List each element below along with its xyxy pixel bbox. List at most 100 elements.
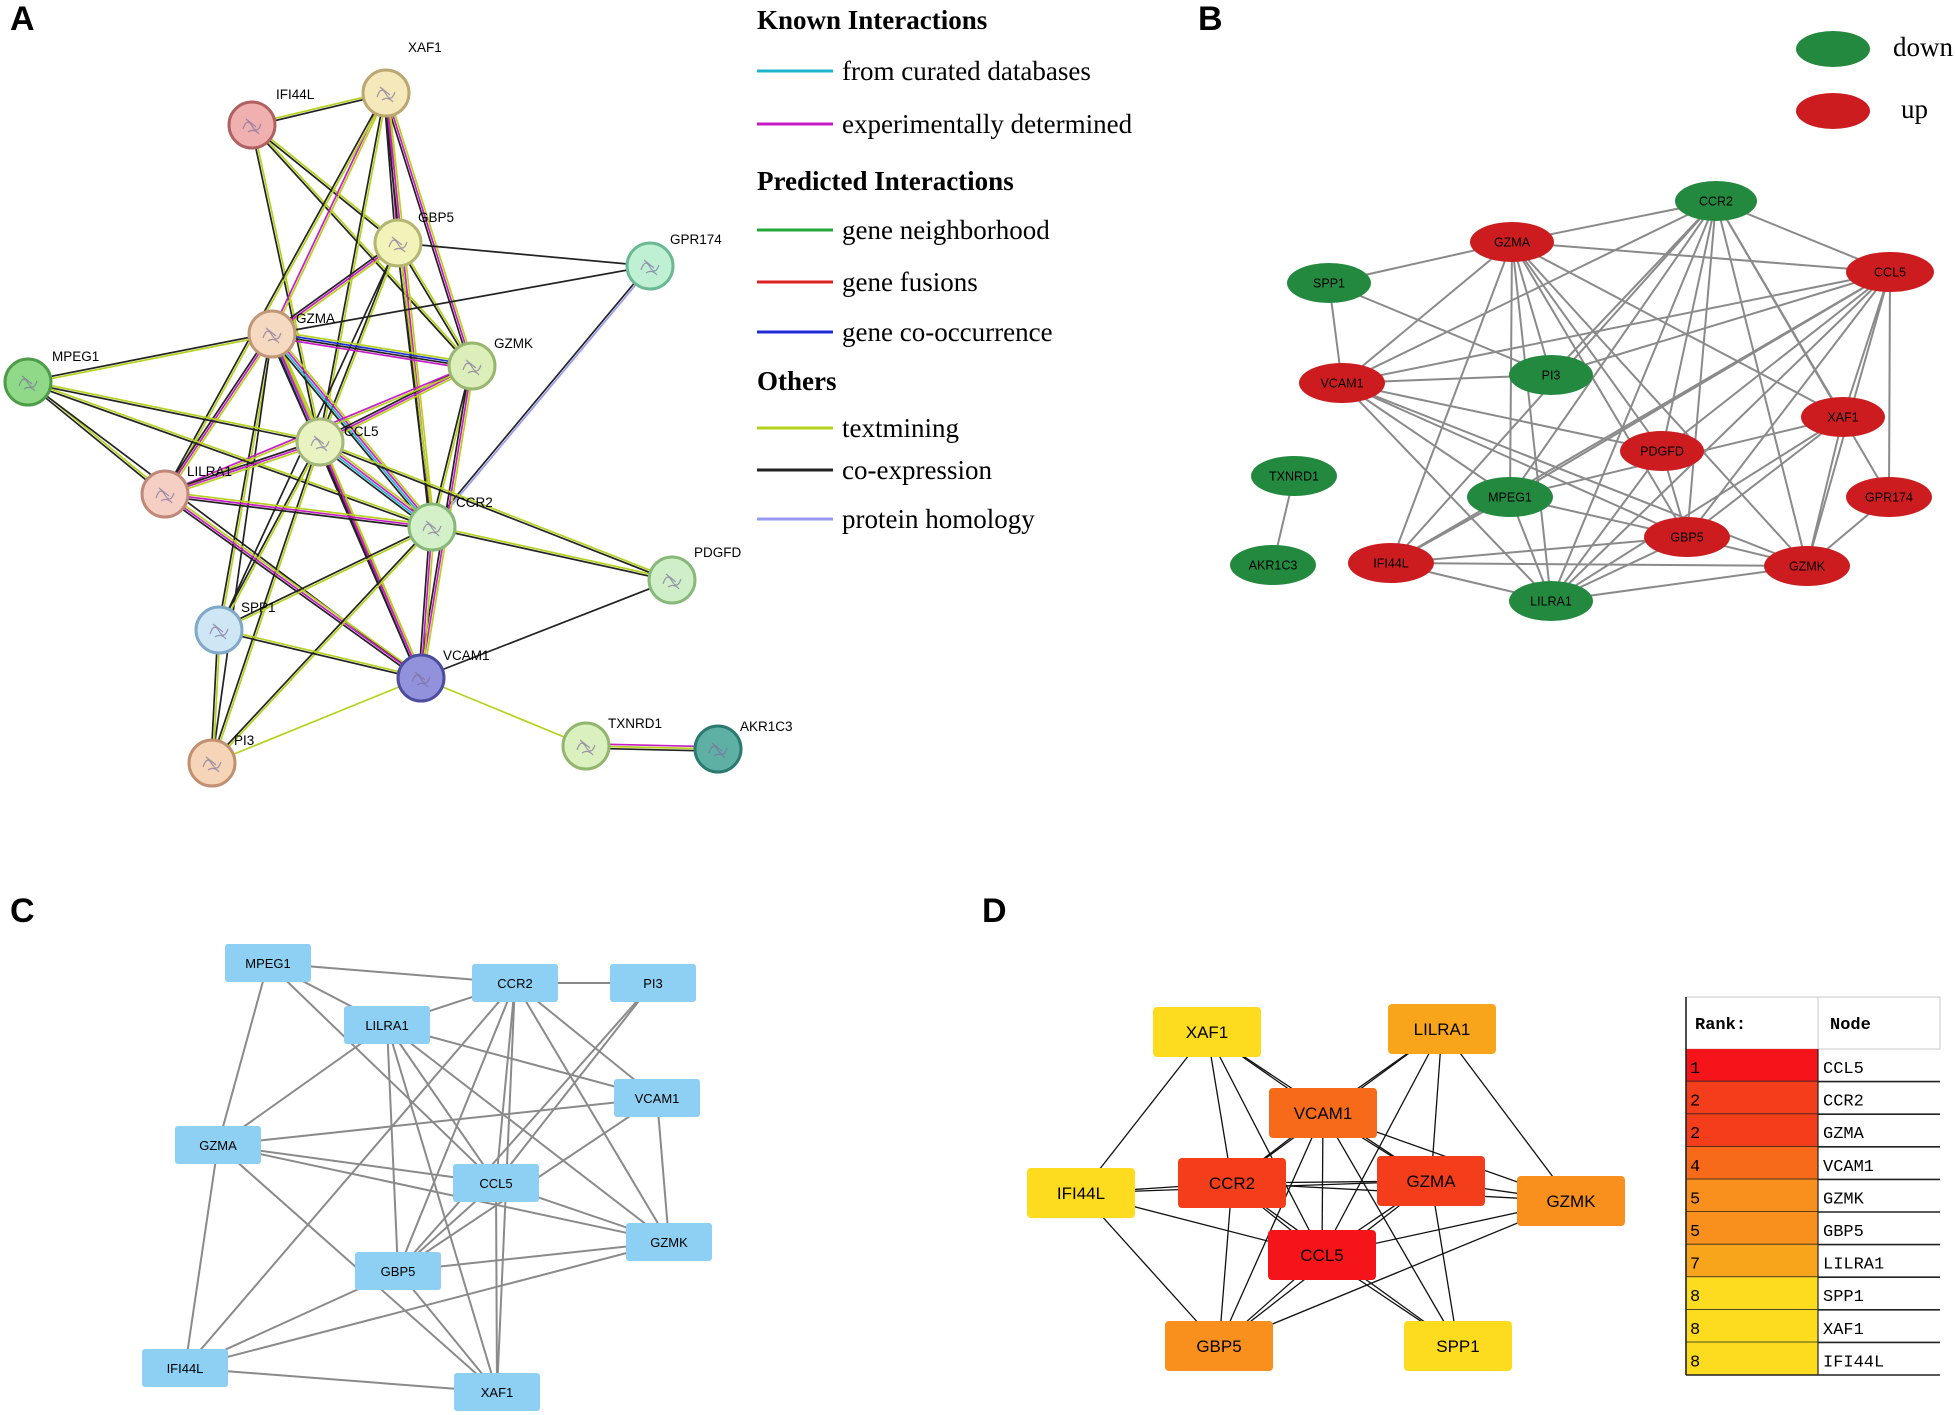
node-label: IFI44L (1057, 1184, 1105, 1203)
protein-structure-icon (262, 327, 282, 344)
node-label: PDGFD (1640, 445, 1684, 459)
node-label: MPEG1 (1488, 491, 1532, 505)
edge-lilra1-gzmk (386, 1024, 670, 1243)
node-label: GPR174 (670, 232, 722, 247)
edge-gbp5-gpr174 (397, 242, 651, 267)
edge-ccl5-pi3 (210, 441, 322, 764)
legend-label: textmining (842, 413, 959, 443)
node-label: CCR2 (456, 495, 493, 510)
legend-item-from-curated-databases: from curated databases (757, 56, 1091, 86)
edge-ccl5-lilra1 (164, 439, 321, 497)
edge-ccr2-lilra1 (1550, 200, 1717, 602)
protein-structure-icon (209, 623, 229, 640)
panel-c-letter: C (10, 892, 35, 930)
node-label: XAF1 (481, 1385, 514, 1400)
node-name: LILRA1 (1823, 1256, 1884, 1275)
rank-color-cell (1686, 1212, 1818, 1245)
node-ccl5: CCL5 (1846, 252, 1934, 292)
edge-pi3-gbp5 (397, 982, 654, 1272)
edge-gzma-ccl5 (1511, 241, 1891, 273)
edge-lilra1-gzmk (1441, 1028, 1572, 1202)
rank-value: 7 (1690, 1256, 1700, 1275)
node-xaf1: XAF1 (1153, 1007, 1261, 1057)
node-label: GZMK (494, 336, 533, 351)
protein-structure-icon (155, 487, 175, 504)
node-gzma: GZMA (1470, 222, 1554, 262)
rank-color-cell (1686, 1146, 1818, 1180)
edge-gzma-gzmk (1511, 241, 1808, 567)
edge-lilra1-ccl5 (1321, 1028, 1443, 1256)
node-spp1: SPP1 (1404, 1321, 1512, 1371)
node-gbp5: GBP5 (355, 1252, 441, 1290)
table-header-colon: : (1736, 1016, 1746, 1035)
edge-xaf1-gzmk (383, 92, 475, 367)
legend-item-down: down (1796, 31, 1953, 67)
node-label: TXNRD1 (608, 716, 662, 731)
node-label: GBP5 (1196, 1337, 1241, 1356)
rank-color-cell (1686, 1179, 1818, 1212)
legend-label: gene fusions (842, 267, 978, 297)
panel-d-letter: D (982, 892, 1007, 930)
rank-value: 2 (1690, 1125, 1700, 1144)
node-label: GZMA (199, 1138, 237, 1153)
node-label: IFI44L (167, 1361, 204, 1376)
node-spp1: SPP1 (194, 600, 276, 655)
edge-ccr2-ccl5 (495, 982, 516, 1184)
panel-b-expression-network: CCR2GZMACCL5SPP1VCAM1PI3XAF1PDGFDTXNRD1M… (1230, 31, 1953, 621)
edge-ccr2-gbp5 (1218, 1182, 1233, 1347)
node-name: IFI44L (1823, 1353, 1884, 1372)
node-ifi44l: IFI44L (227, 87, 315, 150)
node-label: PDGFD (694, 545, 742, 560)
protein-structure-icon (640, 259, 660, 276)
edge-ccr2-spp1 (218, 525, 433, 632)
edge-vcam1-ccr2 (514, 982, 658, 1099)
edge-ccr2-pi3 (1550, 200, 1717, 376)
protein-structure-icon (310, 435, 330, 452)
legend-label: experimentally determined (842, 109, 1133, 139)
protein-structure-icon (411, 671, 431, 688)
node-name: XAF1 (1823, 1321, 1864, 1340)
edge-xaf1-ccl5 (318, 92, 388, 443)
edge-pi3-ccl5 (495, 982, 654, 1184)
protein-structure-icon (388, 236, 408, 253)
edge-ccl5-pdgfd (1661, 271, 1891, 452)
node-lilra1: LILRA1 (1509, 581, 1593, 621)
node-name: GZMK (1823, 1190, 1865, 1209)
edge-mpeg1-ccl5 (267, 962, 497, 1184)
rank-value: 8 (1690, 1353, 1700, 1372)
legend-item-gene-co-occurrence: gene co-occurrence (757, 317, 1053, 347)
edge-gpr174-ccr2 (430, 264, 652, 529)
node-gzma: GZMA (247, 309, 335, 359)
panel-b-letter: B (1198, 0, 1223, 38)
edge-xaf1-ccl5 (1206, 1031, 1323, 1256)
node-gzma: GZMA (1377, 1156, 1485, 1206)
edge-ccr2-gpr174 (1715, 200, 1890, 498)
edge-vcam1-gbp5 (1218, 1112, 1324, 1347)
edge-lilra1-gbp5 (386, 1024, 399, 1272)
edge-lilra1-xaf1 (386, 1024, 498, 1393)
node-label: VCAM1 (1294, 1104, 1353, 1123)
edge-gbp5-ifi44l (1390, 536, 1688, 564)
protein-structure-icon (422, 520, 442, 537)
legend-label: from curated databases (842, 56, 1091, 86)
legend-label: down (1893, 32, 1953, 62)
edge-vcam1-mpeg1 (1341, 382, 1511, 498)
edge-gzma-gzmk (271, 329, 473, 371)
legend-item-experimentally-determined: experimentally determined (757, 109, 1133, 139)
edge-ifi44l-gbp5 (1080, 1192, 1220, 1347)
edge-mpeg1-gzma (217, 962, 269, 1146)
node-label: CCL5 (479, 1176, 512, 1191)
panel-a-edges (26, 91, 719, 765)
node-txnrd1: TXNRD1 (561, 716, 662, 771)
edge-vcam1-gbp5 (1341, 382, 1688, 538)
protein-structure-icon (462, 359, 482, 376)
edge-ifi44l-ccl5 (250, 124, 322, 443)
node-txnrd1: TXNRD1 (1251, 456, 1337, 496)
table-row: 8 IFI44L (1686, 1342, 1940, 1376)
